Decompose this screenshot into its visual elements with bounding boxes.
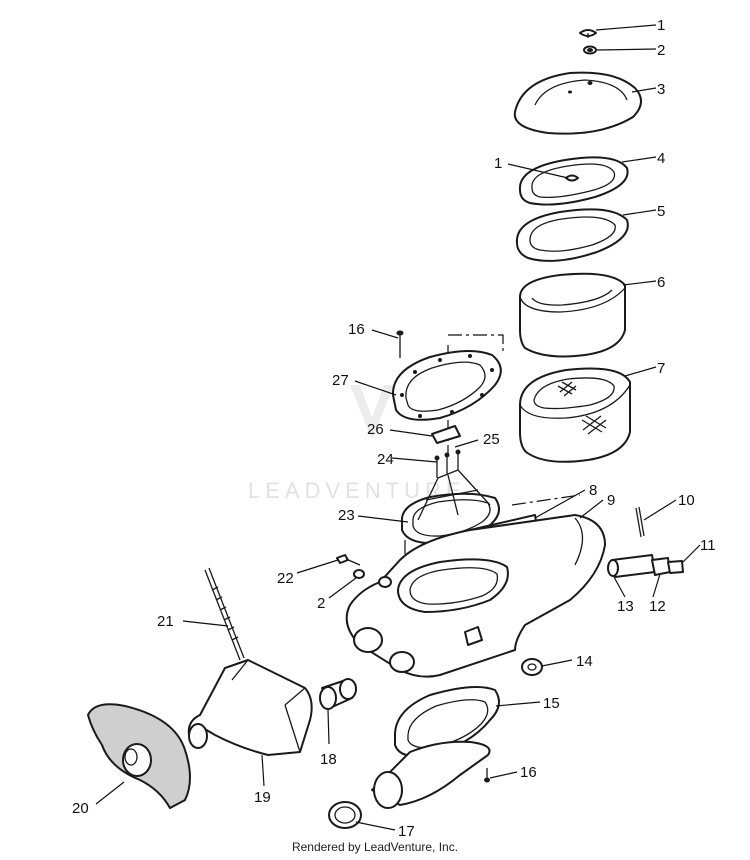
callout-14: 14	[576, 653, 593, 670]
bolt-side	[336, 554, 392, 588]
callout-6: 6	[657, 274, 665, 291]
small-bracket-plate	[431, 425, 461, 444]
air-box-cover	[513, 71, 642, 135]
callout-3: 3	[657, 81, 665, 98]
mounting-gasket-plate	[391, 349, 502, 421]
callout-24: 24	[377, 451, 394, 468]
callout-21: 21	[157, 613, 174, 630]
callout-2-side: 2	[317, 595, 325, 612]
callouts: 1 2 3 1 4 5 6 16 7 27 26 25 24 8 9 10 23…	[72, 17, 716, 840]
callout-5: 5	[657, 203, 665, 220]
end-cap	[328, 801, 362, 829]
foam-filter	[519, 272, 626, 358]
screw-lower	[484, 768, 490, 783]
callout-11: 11	[700, 537, 716, 554]
callout-10: 10	[678, 492, 695, 509]
adapter-sleeve	[319, 678, 357, 710]
callout-16-lower: 16	[520, 764, 537, 781]
callout-22: 22	[277, 570, 294, 587]
callout-20: 20	[72, 800, 89, 817]
callout-15: 15	[543, 695, 560, 712]
air-filter-element	[519, 367, 631, 463]
air-box-body	[345, 514, 606, 678]
leader-lines	[95, 24, 701, 831]
long-bolt	[204, 567, 245, 661]
filter-frame	[518, 156, 629, 206]
studs	[434, 449, 461, 478]
callout-8: 8	[589, 482, 597, 499]
callout-16-upper: 16	[348, 321, 365, 338]
screw-upper	[396, 330, 404, 358]
callout-4: 4	[657, 150, 665, 167]
callout-26: 26	[367, 421, 384, 438]
footer-credit: Rendered by LeadVenture, Inc.	[291, 840, 459, 854]
callout-7: 7	[657, 360, 665, 377]
callout-18: 18	[320, 751, 337, 768]
washer-top	[583, 45, 597, 55]
callout-19: 19	[254, 789, 271, 806]
inlet-shroud	[86, 703, 191, 810]
lower-duct	[371, 740, 491, 809]
callout-25: 25	[483, 431, 500, 448]
intake-boot	[187, 659, 313, 756]
pre-filter	[515, 208, 629, 262]
callout-23: 23	[338, 507, 355, 524]
callout-12: 12	[649, 598, 666, 615]
callout-9: 9	[607, 492, 615, 509]
vent-hose	[607, 554, 684, 578]
callout-13: 13	[617, 598, 634, 615]
callout-2: 2	[657, 42, 665, 59]
wing-nut-top	[579, 29, 597, 38]
hose-clamp-strap	[635, 506, 645, 538]
callout-17: 17	[398, 823, 415, 840]
callout-27: 27	[332, 372, 349, 389]
callout-1-frame: 1	[494, 155, 502, 172]
grommet	[521, 658, 543, 676]
callout-1: 1	[657, 17, 665, 34]
